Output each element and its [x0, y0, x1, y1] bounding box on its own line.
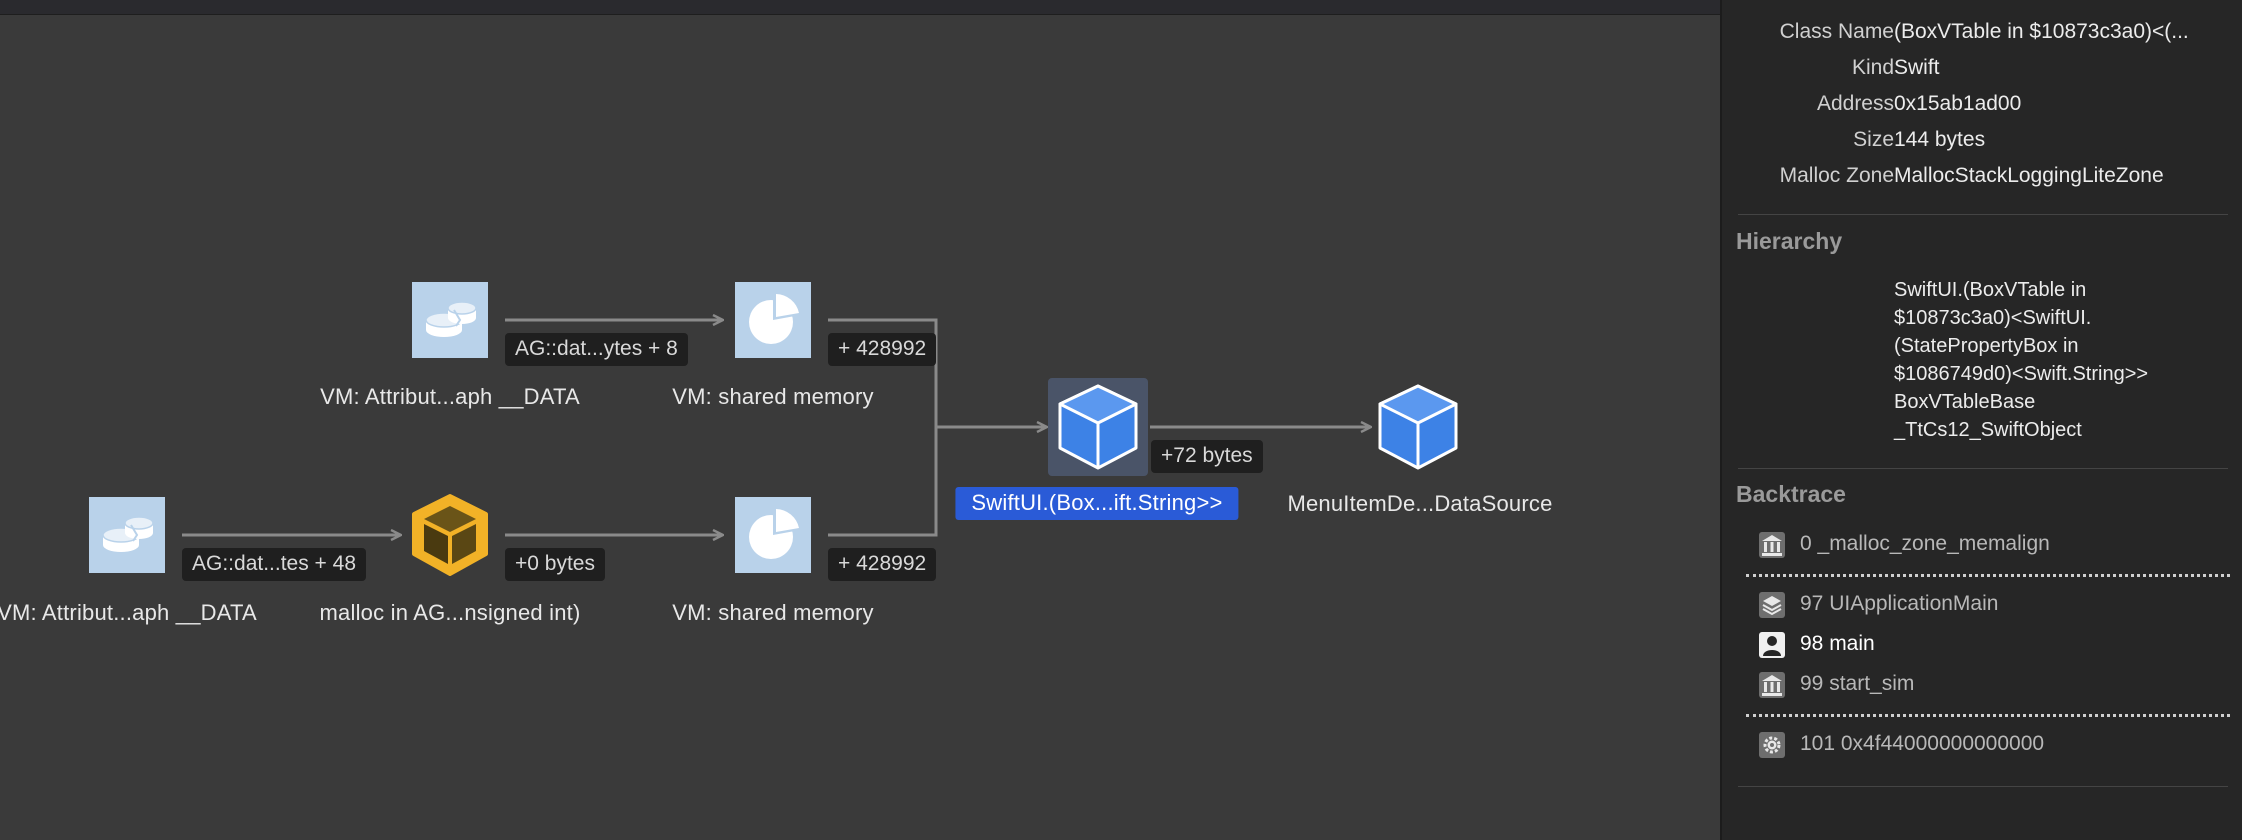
vm-region-icon[interactable] [87, 495, 167, 575]
property-row-class-name: Class Name (BoxVTable in $10873c3a0)<(..… [1722, 20, 2242, 52]
class-hierarchy-text[interactable]: SwiftUI.(BoxVTable in $10873c3a0)<SwiftU… [1894, 279, 2149, 441]
node-label[interactable]: malloc in AG...nsigned int) [319, 600, 581, 625]
property-key: Size [1853, 128, 1894, 151]
graph-toolbar-strip [0, 0, 1720, 15]
graph-edges [182, 0, 1720, 840]
edge-label: +72 bytes [1151, 440, 1263, 473]
property-value[interactable]: 144 bytes [1894, 128, 1986, 151]
backtrace-section-title: Backtrace [1736, 481, 1846, 507]
property-row-address: Address 0x15ab1ad00 [1722, 92, 2242, 124]
edge-label: + 428992 [828, 333, 937, 366]
property-key: Malloc Zone [1779, 164, 1894, 187]
property-key: Kind [1851, 56, 1894, 79]
swift-object-cube-icon[interactable] [1376, 382, 1460, 472]
edge-label: AG::dat...tes + 48 [182, 548, 367, 581]
property-value[interactable]: MallocStackLoggingLiteZone [1894, 164, 2164, 187]
vm-region-icon[interactable] [410, 280, 490, 360]
edge-label: AG::dat...ytes + 8 [505, 333, 688, 366]
shared-memory-icon[interactable] [733, 495, 813, 575]
section-divider [1738, 468, 2228, 469]
shared-memory-icon[interactable] [733, 280, 813, 360]
library-icon [1758, 671, 1786, 699]
malloc-box-icon[interactable] [410, 492, 490, 576]
node-label[interactable]: VM: Attribut...aph __DATA [0, 600, 257, 625]
section-divider [1738, 786, 2228, 787]
hierarchy-section-title: Hierarchy [1736, 228, 1843, 254]
edge-label: + 428992 [828, 548, 937, 581]
frame-label: 98 main [1800, 632, 1875, 655]
frame-label: 0 _malloc_zone_memalign [1800, 532, 2050, 555]
edge-line [828, 318, 938, 427]
edge-line [828, 427, 938, 537]
frame-label: 97 UIApplicationMain [1800, 592, 1999, 615]
gear-icon [1758, 731, 1786, 759]
property-key: Address [1816, 92, 1894, 115]
edge-label: +0 bytes [505, 548, 605, 581]
memory-graph-canvas[interactable]: VM: Attribut...aph __DATA VM: shared mem… [0, 0, 1720, 840]
property-value[interactable]: Swift [1894, 56, 1940, 79]
memory-inspector-panel: Class Name (BoxVTable in $10873c3a0)<(..… [1722, 0, 2242, 840]
node-label[interactable]: VM: Attribut...aph __DATA [320, 384, 580, 409]
selected-node-label[interactable]: SwiftUI.(Box...ift.String>> [955, 487, 1239, 520]
property-value[interactable]: (BoxVTable in $10873c3a0)<(... [1894, 20, 2189, 43]
node-label[interactable]: VM: shared memory [672, 384, 874, 409]
property-row-malloc-zone: Malloc Zone MallocStackLoggingLiteZone [1722, 164, 2242, 196]
frame-label: 99 start_sim [1800, 672, 1915, 695]
collapsed-frames-separator[interactable] [1746, 574, 2230, 577]
node-label[interactable]: MenuItemDe...DataSource [1287, 491, 1553, 516]
node-label[interactable]: VM: shared memory [672, 600, 874, 625]
splitter[interactable] [1720, 0, 1722, 840]
section-divider [1738, 214, 2228, 215]
swift-object-cube-icon[interactable] [1048, 378, 1148, 476]
property-key: Class Name [1779, 20, 1894, 43]
frame-label: 101 0x4f44000000000000 [1800, 732, 2045, 755]
collapsed-frames-separator[interactable] [1746, 714, 2230, 717]
library-icon [1758, 531, 1786, 559]
stack-icon [1758, 591, 1786, 619]
property-value[interactable]: 0x15ab1ad00 [1894, 92, 2022, 115]
property-row-kind: Kind Swift [1722, 56, 2242, 88]
user-icon [1758, 631, 1786, 659]
property-row-size: Size 144 bytes [1722, 128, 2242, 160]
